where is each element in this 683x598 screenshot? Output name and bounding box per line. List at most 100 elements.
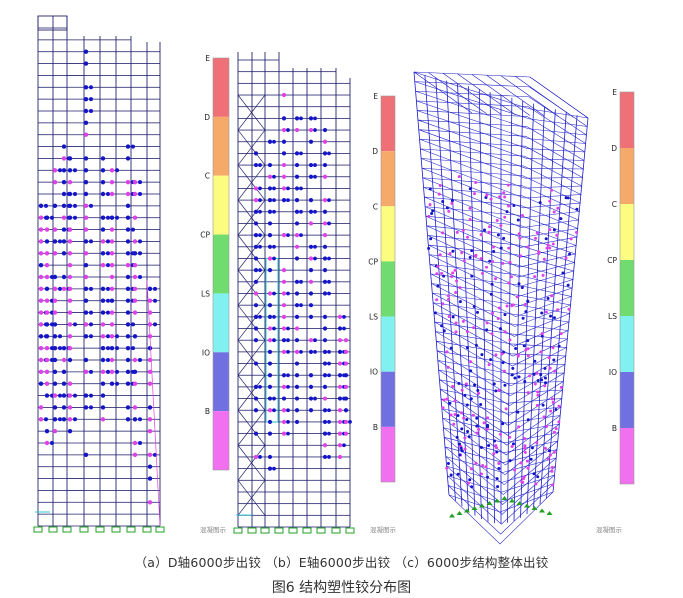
plastic-hinge — [299, 116, 303, 121]
plastic-hinge — [272, 174, 276, 179]
plastic-hinge — [83, 286, 89, 292]
plastic-hinge — [58, 168, 62, 173]
plastic-hinge — [536, 475, 540, 479]
floor-ring — [445, 456, 557, 505]
plastic-hinge — [491, 260, 495, 264]
plastic-hinge — [125, 334, 131, 339]
roof-beam — [529, 76, 589, 119]
support — [316, 527, 326, 534]
plastic-hinge — [52, 428, 58, 434]
floor-ring — [447, 474, 555, 525]
plastic-hinge — [294, 291, 300, 296]
plastic-hinge — [343, 431, 349, 436]
plastic-hinge — [485, 427, 489, 431]
brace — [237, 164, 266, 201]
plastic-hinge — [548, 199, 552, 203]
plastic-hinge — [438, 253, 442, 257]
plastic-hinge — [100, 310, 106, 315]
plastic-hinge — [308, 349, 314, 354]
plastic-hinge — [253, 151, 259, 156]
legend-label: LS — [369, 313, 378, 322]
plastic-hinge — [258, 163, 262, 167]
plastic-hinge — [533, 275, 537, 279]
plastic-hinge — [253, 256, 259, 261]
plastic-hinge — [294, 174, 300, 179]
plastic-hinge — [50, 393, 54, 398]
plastic-hinge — [461, 319, 465, 323]
plastic-hinge — [526, 299, 530, 303]
plastic-hinge — [475, 424, 479, 428]
plastic-hinge — [526, 245, 530, 249]
plastic-hinge — [100, 393, 106, 398]
support — [471, 506, 478, 510]
plastic-hinge — [484, 465, 488, 469]
plastic-hinge — [322, 454, 328, 460]
floor-ring — [425, 206, 578, 248]
plastic-hinge — [322, 326, 328, 331]
plastic-hinge — [342, 443, 346, 448]
plastic-hinge — [267, 291, 273, 296]
plastic-hinge — [132, 417, 138, 422]
plastic-hinge — [510, 373, 514, 377]
support — [456, 511, 463, 515]
plastic-hinge — [281, 186, 287, 191]
plastic-hinge — [89, 85, 93, 90]
plastic-hinge — [125, 179, 131, 185]
plastic-hinge — [322, 127, 328, 133]
brace — [237, 375, 266, 411]
plastic-hinge — [58, 239, 62, 244]
plastic-hinge — [513, 468, 517, 472]
plastic-hinge — [468, 218, 472, 222]
plastic-hinge — [441, 406, 445, 410]
plastic-hinge — [272, 326, 276, 331]
plastic-hinge — [308, 127, 314, 133]
plastic-hinge — [83, 262, 89, 268]
plastic-hinge — [528, 374, 532, 378]
plastic-hinge — [89, 97, 93, 102]
plastic-hinge — [109, 239, 115, 244]
legend-swatch — [381, 371, 395, 427]
plastic-hinge — [461, 228, 465, 232]
floor-ring — [417, 110, 585, 153]
plastic-hinge — [294, 419, 300, 425]
plastic-hinge — [281, 326, 287, 331]
plastic-hinge — [518, 236, 522, 240]
plastic-hinge — [258, 385, 262, 389]
plastic-hinge — [453, 268, 457, 272]
plastic-hinge — [286, 291, 290, 296]
plastic-hinge — [548, 246, 552, 250]
plastic-hinge — [89, 393, 93, 398]
plastic-hinge — [568, 252, 572, 256]
plastic-hinge — [517, 232, 521, 236]
plastic-hinge — [550, 294, 554, 298]
plastic-hinge — [253, 408, 259, 413]
plastic-hinge — [267, 303, 273, 308]
support — [524, 503, 530, 508]
plastic-hinge — [495, 219, 499, 223]
brace — [237, 410, 266, 446]
support — [494, 498, 500, 503]
column — [435, 77, 463, 507]
plastic-hinge — [294, 326, 300, 331]
legend-swatch — [381, 261, 395, 317]
plastic-hinge — [286, 420, 290, 424]
legend-swatch — [213, 58, 229, 117]
plastic-hinge — [89, 369, 93, 374]
plastic-hinge — [322, 396, 328, 401]
plastic-hinge — [267, 244, 273, 249]
plastic-hinge — [281, 92, 287, 98]
plastic-hinge — [308, 174, 314, 179]
plastic-hinge — [83, 274, 89, 280]
plastic-hinge — [516, 354, 520, 358]
plastic-hinge — [532, 372, 536, 376]
support — [449, 513, 455, 518]
plastic-hinge — [44, 322, 50, 327]
plastic-hinge — [147, 500, 153, 505]
support — [111, 526, 121, 533]
plastic-hinge — [490, 332, 494, 336]
plastic-hinge — [267, 396, 273, 401]
plastic-hinge — [327, 291, 331, 296]
plastic-hinge — [44, 215, 50, 220]
plastic-hinge — [125, 286, 131, 292]
